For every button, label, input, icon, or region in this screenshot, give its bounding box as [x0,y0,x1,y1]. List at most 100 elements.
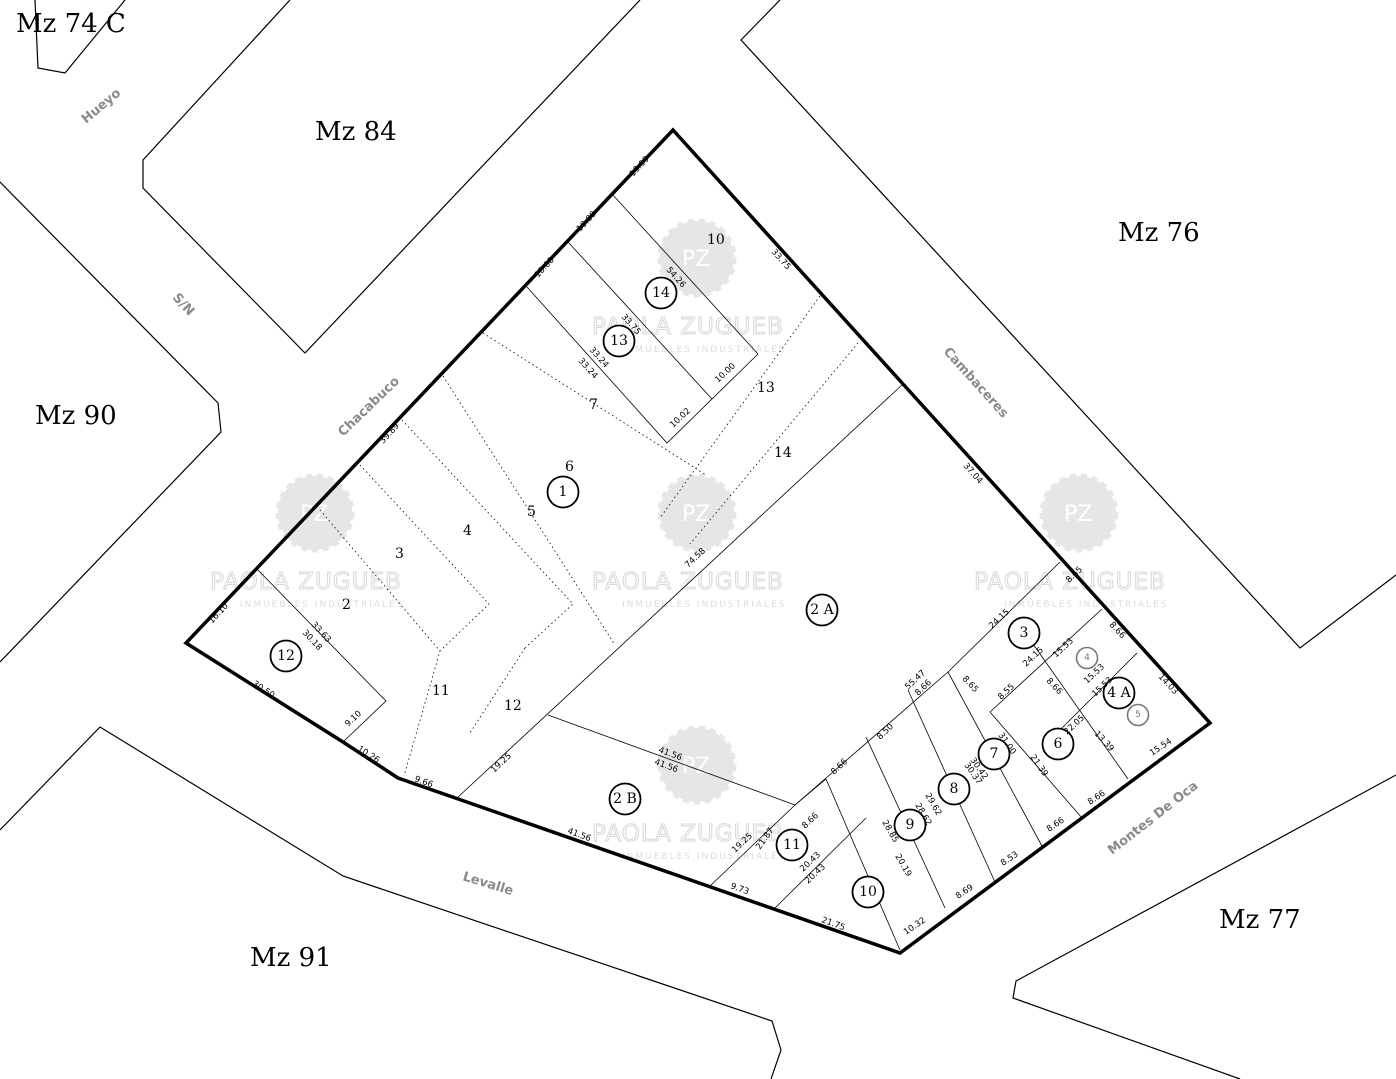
lot-lines [319,295,859,777]
block-outline-mz91 [0,726,782,1079]
watermark-name: PAOLA ZUGUEB [592,569,784,595]
parcel-marker: 9 [893,808,927,842]
parcel-marker: 11 [775,828,809,862]
parcel-line [947,561,1061,673]
manzana-labels: Mz 74 C Mz 84 Mz 76 Mz 90 Mz 91 Mz 77 [16,9,1301,973]
svg-text:10.00: 10.00 [713,361,738,385]
lot-number: 5 [527,504,536,520]
watermark-logo-text: PZ [1064,502,1092,527]
svg-text:8.66: 8.66 [1107,620,1127,641]
svg-text:2 A: 2 A [810,602,834,618]
parcel-marker: 8 [937,772,971,806]
svg-text:37.04: 37.04 [961,461,985,486]
svg-text:8.66: 8.66 [800,811,821,831]
parcel-line [547,714,796,806]
lot-line [659,295,821,519]
watermark-name: PAOLA ZUGUEB [974,569,1166,595]
parcel-line [1059,652,1138,731]
svg-text:9.10: 9.10 [343,709,364,729]
svg-text:8.66: 8.66 [1044,676,1064,697]
svg-text:10.00: 10.00 [575,209,599,234]
watermark-subtitle: INMUEBLES INDUSTRIALES [622,600,786,610]
parcel-marker: 10 [851,875,885,909]
lot-number: 7 [589,397,598,413]
block-outline-mz74c [34,0,126,74]
watermark-subtitle: INMUEBLES INDUSTRIALES [1004,600,1168,610]
lot-line [689,342,859,545]
parcel-line [567,241,713,400]
parcel-marker: 14 [644,276,678,310]
svg-text:24.15: 24.15 [987,607,1012,631]
svg-text:9: 9 [906,817,915,833]
block-outline-mz76 [740,0,1396,649]
watermark-logo-text: PZ [682,502,710,527]
street-labels: Hueyo S/N Chacabuco Cambaceres Montes De… [79,86,1201,899]
lot-number: 3 [395,546,404,562]
manzana-label-mz77: Mz 77 [1219,905,1301,935]
block-outline-mz84 [142,0,641,354]
property-boundary [183,127,1213,955]
lot-line [359,464,490,652]
parcel-marker: 7 [977,737,1011,771]
lot-line [469,647,526,734]
lot-number: 14 [774,445,792,461]
svg-text:8: 8 [950,781,959,797]
lot-number: 10 [707,232,725,248]
street-label-cambaceres: Cambaceres [940,345,1011,422]
svg-text:10.00: 10.00 [533,255,557,280]
lot-number: 11 [432,683,450,699]
svg-text:13.99: 13.99 [628,154,652,179]
lot-number: 6 [565,459,574,475]
lot-line [401,419,574,649]
svg-text:10.26: 10.26 [355,744,381,766]
street-label-sn: S/N [169,290,197,319]
svg-text:20.19: 20.19 [892,853,913,879]
lot-number: 2 [342,597,351,613]
street-label-levalle: Levalle [461,869,515,899]
parcel-lines [255,193,1138,951]
parcel-marker: 12 [269,639,303,673]
svg-text:3: 3 [1020,625,1029,641]
svg-text:10.02: 10.02 [668,406,693,430]
lot-line [442,375,616,646]
parcel-marker: 13 [602,324,636,358]
lot-numbers: 10 13 14 7 6 5 4 3 2 11 12 [342,232,792,714]
parcel-line [456,383,904,799]
svg-text:15.54: 15.54 [1148,737,1174,759]
svg-text:7: 7 [990,746,999,762]
svg-text:12: 12 [277,648,295,664]
parcel-marker: 2 B [608,782,642,816]
svg-text:15.53: 15.53 [1051,636,1076,660]
svg-text:8.55: 8.55 [996,682,1017,702]
svg-text:2 B: 2 B [613,791,637,807]
parcel-marker: 6 [1041,727,1075,761]
svg-text:6: 6 [1054,736,1063,752]
watermark-subtitle: INMUEBLES INDUSTRIALES [622,345,786,355]
parcel-line [794,778,827,806]
parcel-markers: 1 2 A 2 B 3 4 4 A 5 6 7 8 9 10 11 12 13 … [269,276,1150,909]
parcel-line [989,608,1103,713]
svg-text:8.50: 8.50 [875,722,896,742]
lot-number: 4 [463,523,472,539]
svg-text:11: 11 [783,837,801,853]
watermarks: PZ PAOLA ZUGUEB INMUEBLES INDUSTRIALES P… [210,218,1168,862]
parcel-line [774,817,867,909]
manzana-label-mz90: Mz 90 [35,401,117,431]
parcel-line [825,778,901,951]
svg-text:1: 1 [559,484,568,500]
parcel-line [1032,643,1129,780]
watermark-4: PZ PAOLA ZUGUEB INMUEBLES INDUSTRIALES [974,473,1168,610]
watermark-subtitle: INMUEBLES INDUSTRIALES [622,852,786,862]
parcel-marker: 4 [1075,646,1099,670]
watermark-subtitle: INMUEBLES INDUSTRIALES [240,600,404,610]
lot-number: 13 [757,380,775,396]
parcel-marker: 2 A [805,593,839,627]
street-label-hueyo: Hueyo [79,86,124,127]
watermark-5: PZ PAOLA ZUGUEB INMUEBLES INDUSTRIALES [592,725,786,862]
svg-text:13.39: 13.39 [1092,729,1116,754]
svg-text:39.89: 39.89 [378,421,402,446]
manzana-label-mz76: Mz 76 [1118,218,1200,248]
parcel-marker: 1 [546,475,580,509]
